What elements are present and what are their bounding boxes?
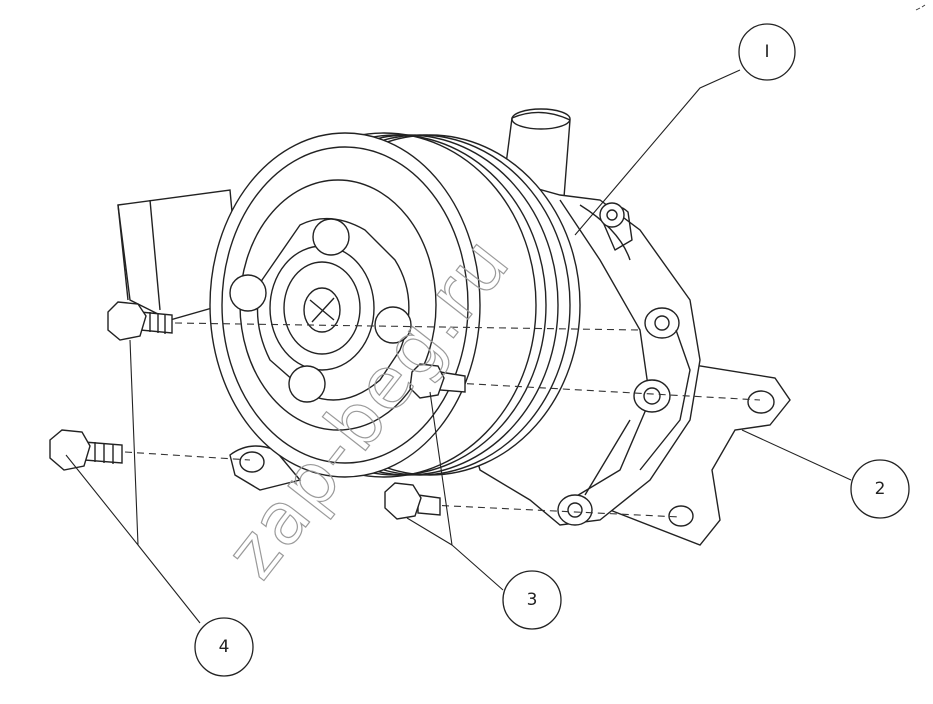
bolt-bottom [384,482,441,520]
svg-text:2: 2 [875,479,886,499]
callout-2: 2 [850,459,910,519]
bolt-lower-left [49,429,123,471]
leader-lines [65,69,852,624]
callout-1: I [738,23,796,81]
bolt-upper-left [107,301,173,341]
left-flange [117,189,302,491]
svg-text:I: I [764,42,769,62]
callout-3: 3 [502,570,562,630]
corner-mark [915,4,926,11]
bolt-center [409,363,466,399]
svg-text:4: 4 [219,637,230,657]
svg-text:3: 3 [527,590,538,610]
assembly-dashed-lines [124,322,761,518]
callout-4: 4 [194,617,254,677]
